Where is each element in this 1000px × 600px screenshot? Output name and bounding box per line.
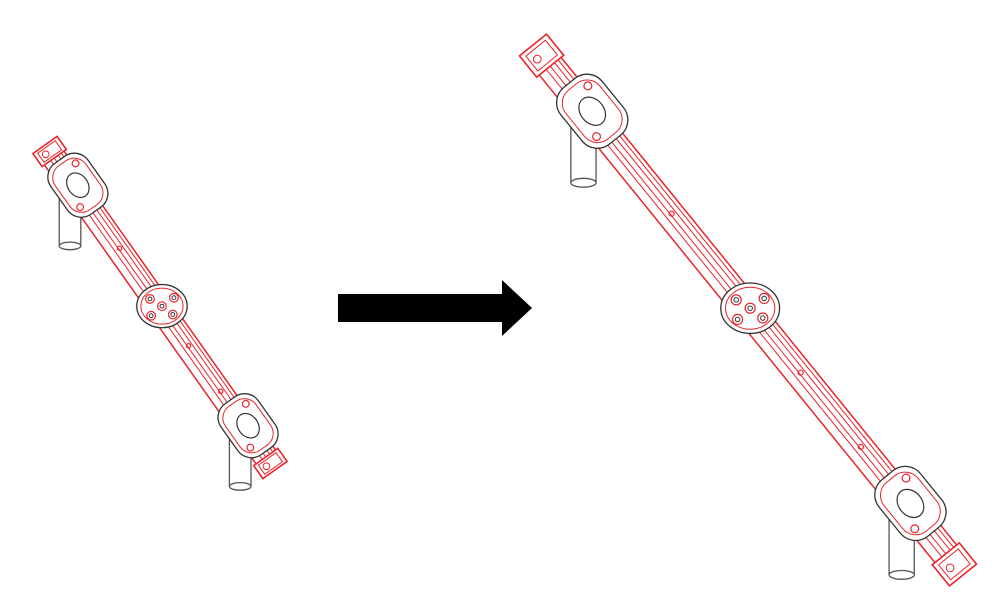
bracket-bolt [910,524,920,534]
center-plate-bolt-core [733,297,739,303]
end-cap-hole [532,54,542,64]
bracket-bolt [583,81,593,91]
center-plate-bolt-core [147,296,153,302]
end-cap-inner [36,140,63,163]
bracket-center-hole [66,172,90,199]
center-plate-bolt [146,310,157,321]
post-bracket [555,73,629,149]
arrow-right-icon [338,280,532,336]
tube-hole [857,443,865,451]
center-plate-bolt-core [734,316,741,323]
center-plate-bolt [731,313,744,326]
center-plate-inner [140,287,184,325]
end-cap-inner [257,452,284,475]
tube-hole [185,343,192,349]
bracket-plate-inner [880,471,941,536]
center-plate [720,282,781,335]
end-cap-inner [937,548,971,581]
center-plate-bolt [169,292,179,303]
center-plate-bolt [145,293,155,304]
center-plate-bolt [758,292,770,305]
tube-hole [116,245,123,252]
center-plate-bolt-core [761,295,767,302]
transition-arrow [338,280,532,336]
center-plate-inner [725,286,776,330]
bracket-bolt [901,473,911,483]
post-bottom-ellipse [570,177,597,188]
bracket-center-hole [578,96,607,126]
bracket-bolt [592,132,602,142]
center-plate-outline [136,283,188,329]
bracket-plate-inner [52,157,104,213]
tube-hole [797,369,804,376]
bracket-center-hole [896,488,925,519]
post-bracket [874,465,947,542]
bracket-plate-inner [561,79,623,144]
post-bracket [217,393,279,459]
end-cap-inner [525,39,559,72]
bracket-center-hole [236,412,260,439]
center-plate-bolt-core [760,315,766,321]
center-plate-bolt-core [171,295,177,301]
end-cap [518,32,565,79]
center-plate [136,283,188,329]
bracket-plate [217,393,279,459]
center-plate-bolt-core [148,313,154,319]
post-bottom-ellipse [228,481,252,491]
bracket-bolt [76,203,85,212]
tube-hole [668,210,675,217]
tube-hole [218,388,224,395]
end-cap-hole [945,563,955,573]
post-bottom-ellipse [888,569,915,580]
bracket-plate [47,152,109,218]
center-plate-bolt [157,301,167,312]
bracket-plate [874,465,947,542]
end-cap [931,541,978,588]
bracket-bolt [246,443,255,452]
bracket-bolt [241,399,250,408]
end-cap-hole [262,462,271,471]
center-plate-bolt-core [747,305,753,311]
center-plate-bolt-core [159,303,165,309]
post-bottom-ellipse [58,241,82,251]
bracket-plate [555,73,629,149]
center-plate-bolt [744,302,756,314]
center-plate-bolt [730,294,742,306]
center-plate-bolt [167,309,178,320]
bracket-plate-inner [222,398,274,454]
center-plate-bolt-core [170,312,176,317]
crossbar-before [31,135,289,491]
center-plate-bolt [757,312,769,324]
center-plate-outline [720,282,781,335]
bracket-bolt [71,159,80,168]
post-bracket [47,152,109,218]
crossbar-after [518,32,978,588]
end-cap-hole [41,150,50,159]
